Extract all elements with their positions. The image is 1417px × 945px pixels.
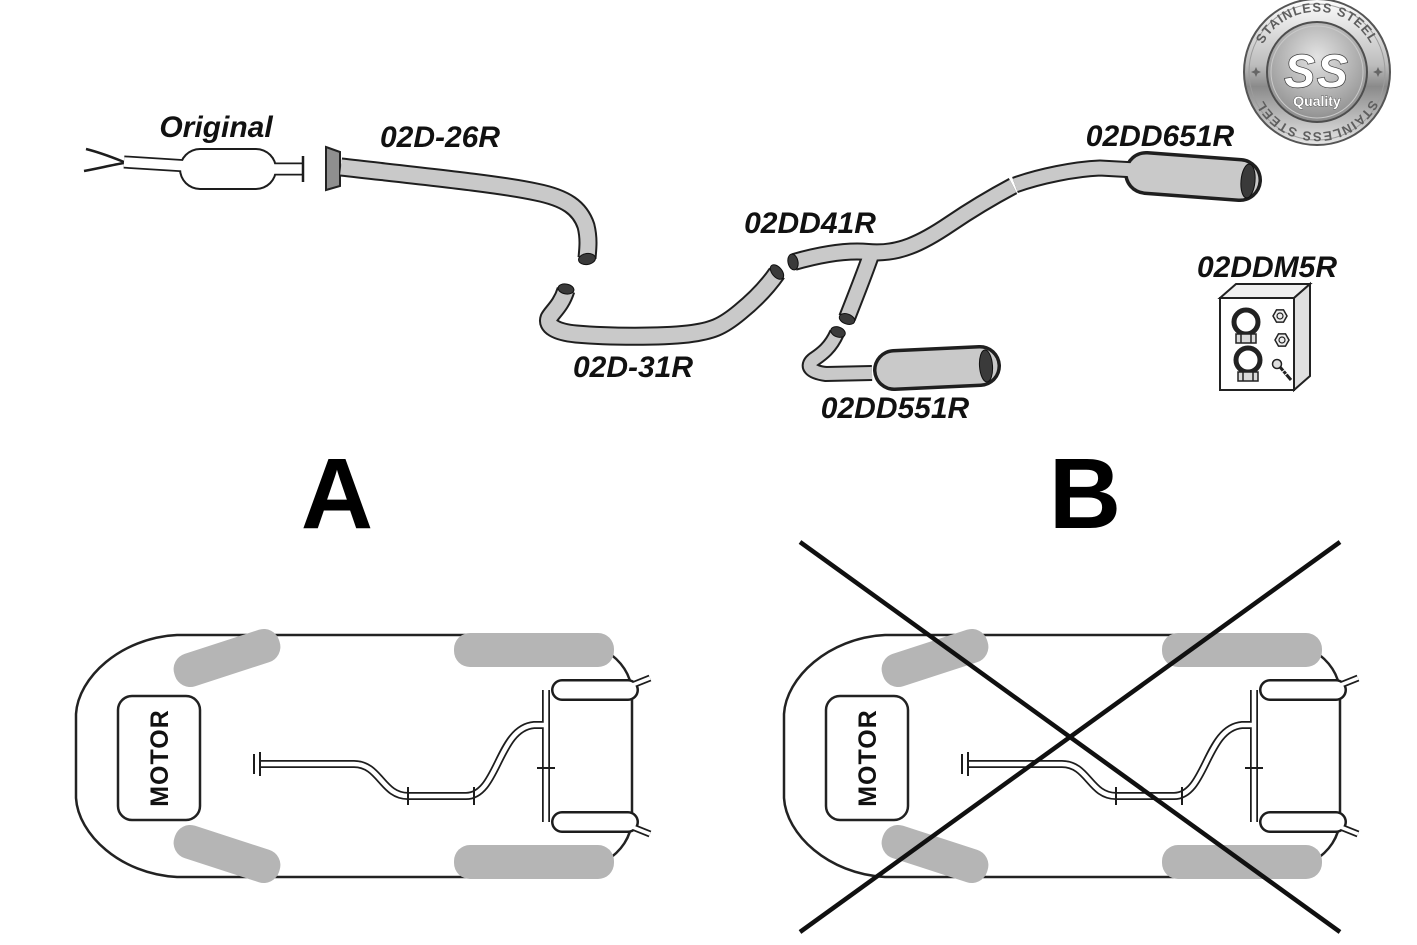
parts-diagram: STAINLESS STEEL STAINLESS STEEL SS Quali… [83, 0, 1391, 425]
clamp-1 [1231, 307, 1261, 344]
nut-1 [1272, 309, 1288, 323]
clamp-2 [1233, 345, 1263, 382]
cross-out-x [798, 540, 1342, 934]
mounting-options: A B [76, 438, 1358, 934]
pipes-outline-layer [339, 151, 1262, 391]
badge-star-left [1251, 67, 1261, 77]
label-y-pipe: 02DD41R [744, 207, 876, 240]
pipe-open-ends [557, 163, 1256, 383]
mounting-kit-drawing [1217, 281, 1313, 393]
label-mid-pipe: 02D-31R [573, 351, 693, 384]
option-b-letter: B [1049, 438, 1121, 550]
pipes-fill-layer [340, 154, 1259, 388]
label-center-muffler: 02DD551R [821, 392, 970, 425]
stainless-steel-badge: STAINLESS STEEL STAINLESS STEEL SS Quali… [1243, 0, 1391, 146]
badge-star-right [1373, 67, 1383, 77]
nut-2 [1274, 333, 1290, 347]
label-front-pipe: 02D-26R [380, 121, 500, 154]
badge-ss-initials: SS [1284, 45, 1349, 97]
front-pipe-flange [325, 145, 341, 192]
badge-quality-label: Quality [1293, 93, 1341, 109]
label-original: Original [159, 111, 273, 144]
label-rear-muffler: 02DD651R [1086, 120, 1235, 153]
original-part-drawing [83, 147, 305, 190]
label-mounting-kit: 02DDM5R [1197, 251, 1337, 284]
car-option-b [784, 540, 1358, 934]
car-option-a [76, 625, 650, 887]
screw [1271, 358, 1293, 381]
option-a-letter: A [301, 438, 373, 550]
